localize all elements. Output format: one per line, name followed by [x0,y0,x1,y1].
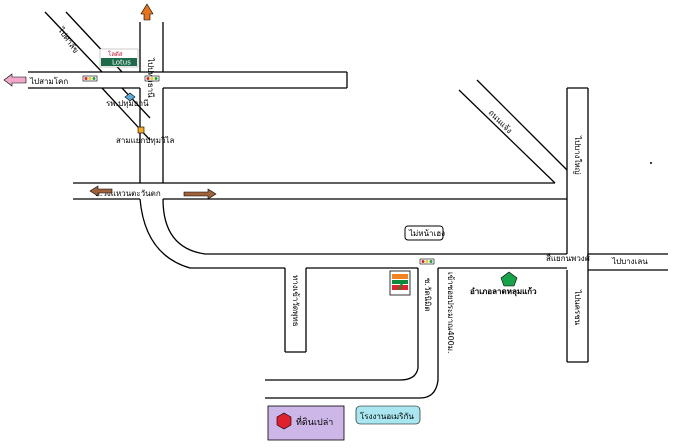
soi-right-west [265,268,419,381]
mai-nam-sheng-marker: ไม่หน้าเฮง [404,225,445,241]
lotus-top-text: โลตัส [108,50,123,58]
curve-road-outer [139,198,285,269]
seven-eleven-icon: 7 [389,270,411,296]
soi-right-east [265,268,439,399]
label-school: โรงงานอเมริกัน [360,411,414,421]
label-to-bangplen: ไปบางเลน [611,257,648,266]
label-road-diag-left: ไปศาลีข [56,25,81,55]
traffic-light-icon [419,258,435,265]
label-pathumwilai-intersection: สามแยกปทุมวิไล [116,136,174,145]
amphoe-marker-icon [500,271,518,287]
stray-dot [650,162,652,164]
arrow-west-icon [3,73,27,87]
mai-nam-sheng-box [404,225,444,241]
lotus-brand-text: Lotus [112,59,131,67]
arrow-ring-west-icon [89,185,113,197]
label-sisae-intersection: สี่แยกนพวงศ์ [546,252,590,263]
label-phraphutthabat-road: ทางเข้าวัดพุทธ [291,275,300,327]
road-diag-right-a [458,89,556,184]
label-to-bangyai: ไปบางใหญ่ [573,135,582,175]
label-hospital: รพ.ปทุมธานี [106,99,149,108]
road-diag-right-b [476,79,568,171]
road-diag-left-a [44,11,103,73]
arrow-ring-east-icon [183,188,217,200]
traffic-light-icon [137,126,145,134]
label-wat-road: ซ.วัดนิมิต [423,278,432,312]
hospital-icon [124,92,136,102]
arrow-north-icon [140,3,154,21]
roads [28,11,668,399]
traffic-light-icon [144,75,160,82]
road-diag-mid-b [121,87,151,119]
label-mai-nam-sheng: ไม่หน้าเฮง [408,229,445,238]
label-to-samkhok: ไปสามโคก [29,76,68,86]
traffic-light-icon [82,75,98,82]
label-to-nakhon: ไปนครชน [573,289,582,326]
school-box [355,405,421,425]
empty-land-marker-icon [276,412,292,430]
label-ring-road-west: ถ.วงแหวนตะวันตก [95,189,161,198]
label-amphoe: อำเภอลาดหลุมแก้ว [470,286,537,297]
school-marker: โรงงานอเมริกัน [355,405,421,425]
empty-land-marker: ที่ดินเปล่า [267,405,345,441]
lotus-logo-icon: โลตัส Lotus [99,48,139,68]
label-empty-land: ที่ดินเปล่า [296,415,333,428]
label-entry-400m: เข้าซอยประมาณ400ม. [446,272,455,354]
curve-road-inner [162,198,567,255]
seven-eleven-number: 7 [396,279,405,294]
